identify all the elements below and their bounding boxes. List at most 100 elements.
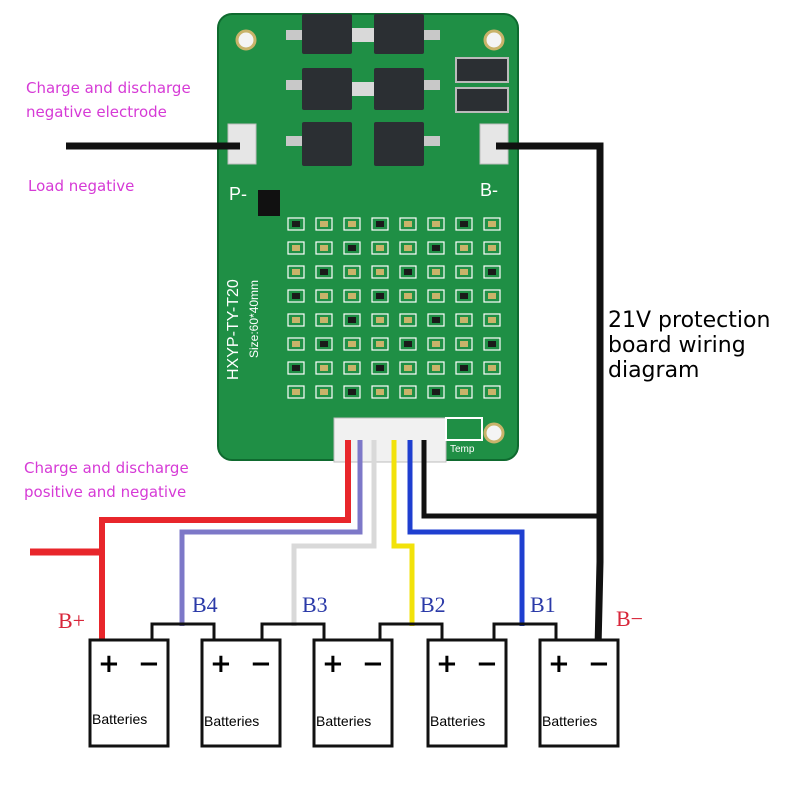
label-line: Charge and discharge <box>24 459 189 477</box>
smd-outline <box>343 217 361 231</box>
smd-part <box>376 221 384 227</box>
smd-part <box>432 341 440 347</box>
smd-part <box>488 293 496 299</box>
smd-component-grid <box>287 217 501 399</box>
smd-part <box>348 293 356 299</box>
smd-part <box>376 365 384 371</box>
battery-cell: + − Batteries <box>426 638 508 748</box>
smd-outline <box>483 265 501 279</box>
smd-part <box>432 269 440 275</box>
smd-outline <box>371 337 389 351</box>
smd-outline <box>399 289 417 303</box>
smd-part <box>404 365 412 371</box>
cell-plus-sign: + <box>322 649 344 679</box>
smd-part <box>460 365 468 371</box>
smd-outline <box>427 361 445 375</box>
smd-outline <box>343 265 361 279</box>
smd-part <box>292 341 300 347</box>
wire-b1 <box>407 440 525 626</box>
wires <box>30 142 604 649</box>
smd-outline <box>287 313 305 327</box>
cell-plus-sign: + <box>436 649 458 679</box>
smd-outline <box>399 313 417 327</box>
title-line: 21V protection <box>608 308 771 333</box>
battery-cell: + − Batteries <box>88 638 170 748</box>
smd-outline <box>287 361 305 375</box>
smd-outline <box>427 217 445 231</box>
smd-outline <box>371 289 389 303</box>
smd-part <box>432 221 440 227</box>
smd-outline <box>315 337 333 351</box>
smd-part <box>348 341 356 347</box>
smd-outline <box>315 361 333 375</box>
smd-part <box>488 269 496 275</box>
smd-part <box>348 269 356 275</box>
cell-link-2 <box>260 622 326 648</box>
protection-board: P- B- HXYP-TY-T20 Size:60*40mm Temp <box>217 13 519 463</box>
battery-pack: + − Batteries + − Batteries + − Batterie… <box>88 638 620 748</box>
smd-part <box>404 221 412 227</box>
smd-part <box>292 293 300 299</box>
smd-part <box>320 365 328 371</box>
cell-minus-sign: − <box>476 649 498 679</box>
smd-outline <box>287 241 305 255</box>
cell-minus-sign: − <box>138 649 160 679</box>
smd-part <box>460 317 468 323</box>
cell-label: Batteries <box>430 713 485 729</box>
smd-part <box>432 245 440 251</box>
cell-plus-sign: + <box>548 649 570 679</box>
smd-outline <box>371 361 389 375</box>
smd-outline <box>455 289 473 303</box>
smd-outline <box>427 313 445 327</box>
smd-outline <box>371 217 389 231</box>
smd-outline <box>287 337 305 351</box>
smd-part <box>292 269 300 275</box>
battery-cell: + − Batteries <box>200 638 282 748</box>
smd-outline <box>427 385 445 399</box>
smd-outline <box>315 265 333 279</box>
tap-label-b1: B1 <box>530 592 556 617</box>
smd-outline <box>483 385 501 399</box>
cell-link-1 <box>150 622 216 648</box>
smd-part <box>404 389 412 395</box>
smd-part <box>460 221 468 227</box>
smd-outline <box>455 241 473 255</box>
mounting-hole <box>483 422 505 444</box>
cell-plus-sign: + <box>210 649 232 679</box>
smd-outline <box>399 337 417 351</box>
smd-outline <box>427 265 445 279</box>
smd-part <box>320 269 328 275</box>
smd-part <box>488 221 496 227</box>
smd-part <box>348 245 356 251</box>
smd-part <box>320 245 328 251</box>
smd-outline <box>455 217 473 231</box>
smd-part <box>320 341 328 347</box>
smd-part <box>432 317 440 323</box>
smd-part <box>460 269 468 275</box>
smd-outline <box>315 217 333 231</box>
smd-part <box>320 221 328 227</box>
smd-outline <box>343 289 361 303</box>
smd-part <box>432 365 440 371</box>
smd-part <box>376 341 384 347</box>
smd-part <box>488 389 496 395</box>
smd-part <box>348 389 356 395</box>
terminal-label-b-minus: B− <box>616 606 643 631</box>
cell-label: Batteries <box>204 713 259 729</box>
terminal-label-b-plus: B+ <box>58 608 85 633</box>
label-line: negative electrode <box>26 103 167 121</box>
smd-part <box>376 293 384 299</box>
smd-outline <box>399 361 417 375</box>
smd-outline <box>343 241 361 255</box>
pad-b-label: B- <box>480 180 498 200</box>
smd-part <box>376 389 384 395</box>
smd-outline <box>399 241 417 255</box>
shunt-resistor <box>455 87 509 113</box>
smd-outline <box>371 385 389 399</box>
smd-outline <box>455 337 473 351</box>
label-charge-discharge-negative: Charge and discharge negative electrode <box>26 76 191 124</box>
smd-outline <box>483 241 501 255</box>
diagram-title: 21V protection board wiring diagram <box>608 308 798 383</box>
